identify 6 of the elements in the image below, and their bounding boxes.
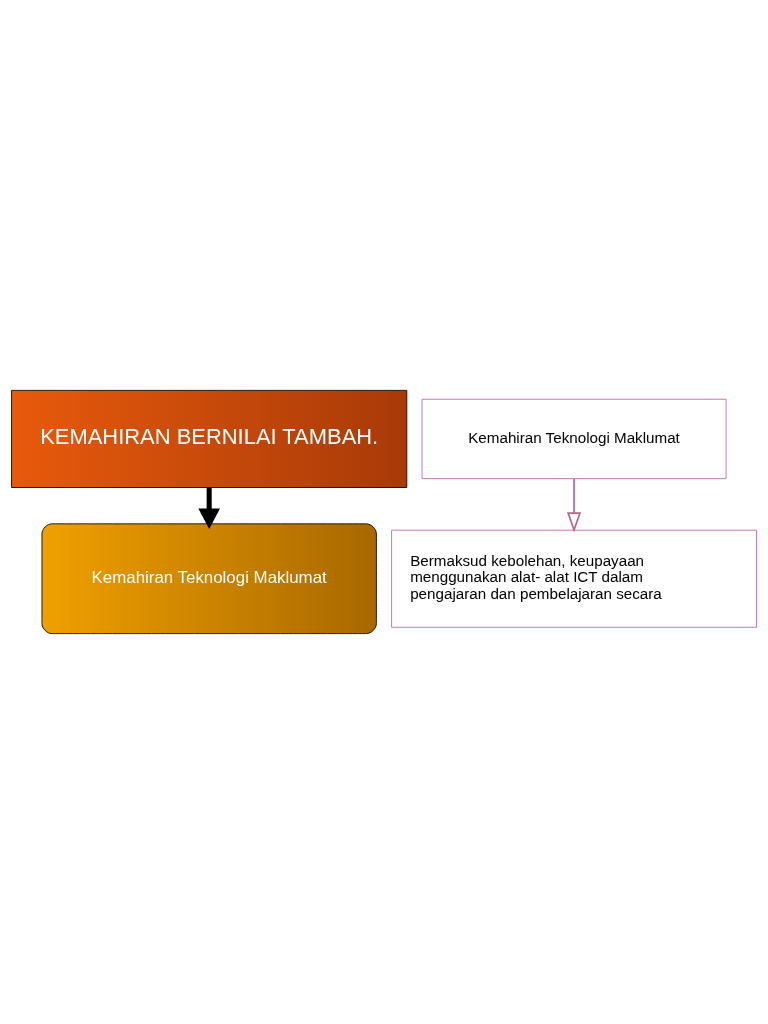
arrow [198,487,220,530]
node-box: Kemahiran Teknologi Maklumat [421,398,727,480]
node-box: KEMAHIRAN BERNILAI TAMBAH. [11,389,408,488]
node-box: Kemahiran Teknologi Maklumat [41,523,377,635]
arrow [566,478,582,533]
node-box: Bermaksud kebolehan, keupayaan menggunakan alat- alat ICT dalam pengajaran dan pembelajaran secara [391,529,757,628]
